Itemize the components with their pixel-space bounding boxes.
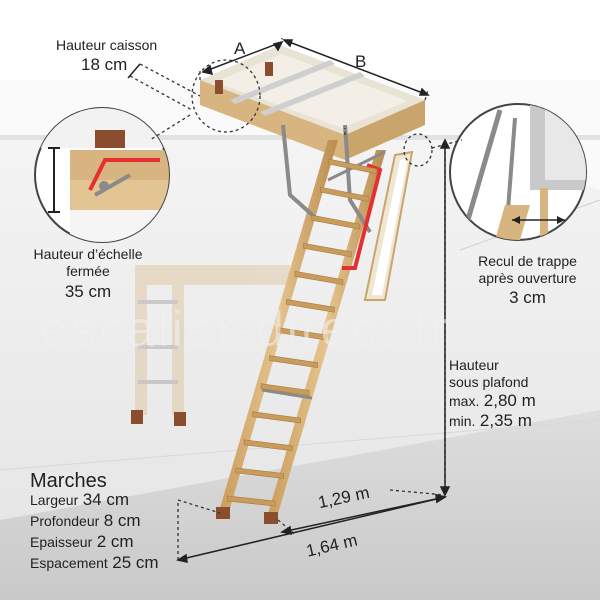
hauteur-min-value: 2,35 m (479, 411, 532, 430)
ladder-steps (226, 158, 378, 507)
ladder-step (269, 355, 318, 369)
watermark: escalier-direct.fr (40, 301, 450, 357)
recul-line2: après ouverture (478, 270, 577, 286)
ladder-step (277, 327, 327, 341)
ladder-step (260, 383, 310, 396)
hauteur-caisson-value: 18 cm (81, 55, 128, 74)
ladder-step (328, 158, 378, 175)
ghost-feet (131, 410, 186, 426)
ladder-step (311, 214, 361, 230)
hatch-box (200, 45, 425, 160)
hauteur-plafond-line2: sous plafond (449, 374, 529, 390)
ladder-step (303, 242, 352, 258)
hauteur-min-prefix: min. (449, 413, 476, 429)
ladder-step (243, 439, 293, 452)
hauteur-echelle-value: 35 cm (64, 282, 112, 301)
marches-espacement-label: Espacement (30, 555, 108, 571)
dimension-a-label: A (234, 39, 246, 58)
dimension-b-label: B (355, 52, 367, 71)
marches-largeur-label: Largeur (30, 492, 79, 508)
hauteur-max-prefix: max. (449, 393, 480, 409)
hauteur-plafond-line1: Hauteur (449, 357, 499, 373)
ladder-step (235, 467, 284, 479)
hauteur-min-row: min. 2,35 m (449, 411, 532, 431)
recul-value: 3 cm (509, 288, 546, 307)
marches-profondeur-value: 8 cm (103, 511, 141, 530)
hatch-door (363, 150, 414, 301)
hauteur-caisson-label: Hauteur caisson (56, 37, 158, 53)
hauteur-echelle-line1: Hauteur d’échelle (33, 246, 143, 262)
hauteur-max-row: max. 2,80 m (449, 391, 536, 411)
ladder-step (286, 299, 335, 313)
hauteur-echelle-line2: fermée (66, 263, 110, 279)
marches-largeur-row: Largeur 34 cm (30, 490, 130, 510)
ghost-mezzanine (135, 265, 290, 415)
ladder-step (226, 495, 276, 507)
ladder-step (294, 270, 344, 285)
marches-epaisseur-row: Epaisseur 2 cm (30, 532, 134, 552)
marches-epaisseur-label: Epaisseur (30, 534, 93, 550)
recul-line1: Recul de trappe (478, 253, 577, 269)
marches-epaisseur-value: 2 cm (96, 532, 134, 551)
dimension-lines (127, 39, 451, 563)
ladder-step (252, 411, 301, 424)
marches-largeur-value: 34 cm (82, 490, 130, 509)
detail-circle-left (34, 107, 170, 243)
ladder-step (320, 186, 369, 202)
hauteur-max-value: 2,80 m (483, 391, 536, 410)
marches-profondeur-label: Profondeur (30, 513, 100, 529)
marches-espacement-value: 25 cm (112, 553, 159, 572)
marches-profondeur-row: Profondeur 8 cm (30, 511, 141, 531)
marches-espacement-row: Espacement 25 cm (30, 553, 159, 573)
detail-circle-right (449, 103, 587, 241)
marches-title: Marches (30, 470, 107, 492)
